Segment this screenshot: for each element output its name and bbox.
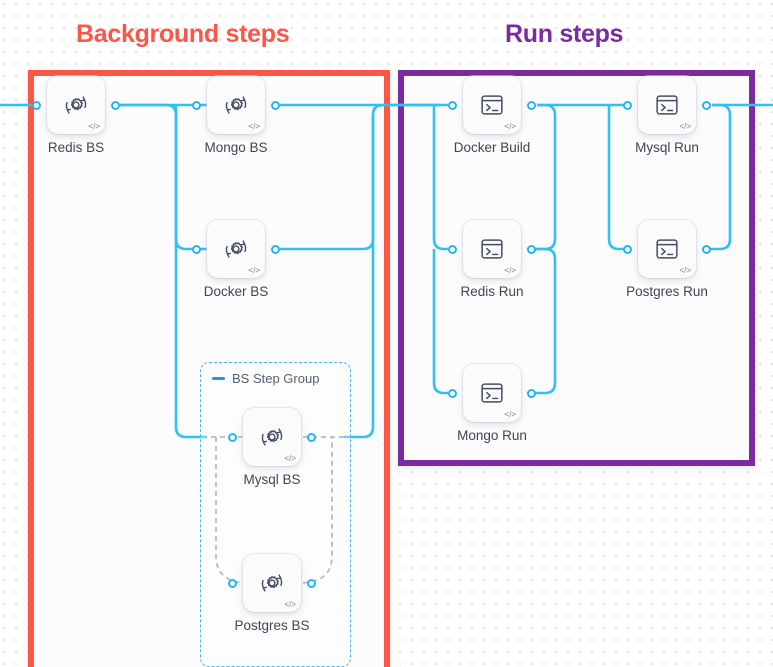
output-port[interactable]	[527, 244, 536, 254]
node-redis-bs[interactable]: </> Redis BS	[32, 76, 120, 155]
node-mysql-bs[interactable]: </> Mysql BS	[228, 408, 316, 487]
node-card[interactable]: </>	[448, 220, 536, 278]
edge-build-to-redis-run	[527, 103, 557, 251]
terminal-icon	[656, 95, 678, 115]
output-port[interactable]	[271, 244, 280, 254]
output-port[interactable]	[307, 578, 316, 588]
section-title-background: Background steps	[76, 20, 290, 48]
node-docker-build[interactable]: </> Docker Build	[448, 76, 536, 155]
output-port[interactable]	[307, 432, 316, 442]
node-card[interactable]: </>	[228, 554, 316, 612]
node-card[interactable]: </>	[623, 76, 711, 134]
edge-redis-run-out	[527, 247, 557, 395]
node-mongo-bs[interactable]: </> Mongo BS	[192, 76, 280, 155]
code-badge: </>	[88, 122, 100, 131]
node-label: Redis BS	[47, 140, 105, 155]
input-port[interactable]	[448, 244, 457, 254]
node-postgres-run[interactable]: </> Postgres Run	[623, 220, 711, 299]
node-label: Docker BS	[203, 284, 269, 299]
node-label: Docker Build	[453, 140, 531, 155]
gear-sync-icon	[261, 428, 283, 446]
output-port[interactable]	[702, 244, 711, 254]
terminal-icon	[481, 383, 503, 403]
step-group-label: BS Step Group	[232, 371, 320, 386]
node-label: Mongo BS	[204, 140, 268, 155]
node-card[interactable]: </>	[192, 220, 280, 278]
code-badge: </>	[504, 122, 516, 131]
gear-sync-icon	[225, 240, 247, 258]
node-card[interactable]: </>	[32, 76, 120, 134]
input-port[interactable]	[623, 100, 632, 110]
section-frame-background	[28, 70, 390, 667]
node-postgres-bs[interactable]: </> Postgres BS	[228, 554, 316, 633]
input-port[interactable]	[32, 100, 41, 110]
node-mysql-run[interactable]: </> Mysql Run	[623, 76, 711, 155]
input-port[interactable]	[228, 578, 237, 588]
code-badge: </>	[284, 600, 296, 609]
output-port[interactable]	[527, 100, 536, 110]
node-label: Mongo Run	[457, 428, 527, 443]
node-card[interactable]: </>	[448, 76, 536, 134]
node-label: Mysql BS	[243, 472, 301, 487]
code-badge: </>	[284, 454, 296, 463]
edge-mysql-to-postgres	[702, 103, 732, 251]
section-title-run: Run steps	[505, 20, 624, 48]
node-redis-run[interactable]: </> Redis Run	[448, 220, 536, 299]
edge-rail-run-mongo	[432, 249, 448, 395]
node-label: Postgres BS	[234, 618, 310, 633]
terminal-icon	[656, 239, 678, 259]
node-card[interactable]: </>	[623, 220, 711, 278]
node-label: Mysql Run	[635, 140, 699, 155]
terminal-icon	[481, 239, 503, 259]
node-card[interactable]: </>	[448, 364, 536, 422]
input-port[interactable]	[192, 244, 201, 254]
input-port[interactable]	[623, 244, 632, 254]
code-badge: </>	[679, 266, 691, 275]
input-port[interactable]	[448, 100, 457, 110]
code-badge: </>	[504, 266, 516, 275]
edge-rail-run-right	[607, 105, 625, 251]
gear-sync-icon	[225, 96, 247, 114]
node-docker-bs[interactable]: </> Docker BS	[192, 220, 280, 299]
output-port[interactable]	[271, 100, 280, 110]
input-port[interactable]	[228, 432, 237, 442]
node-card[interactable]: </>	[228, 408, 316, 466]
output-port[interactable]	[527, 388, 536, 398]
gear-sync-icon	[261, 574, 283, 592]
code-badge: </>	[248, 266, 260, 275]
code-badge: </>	[504, 410, 516, 419]
output-port[interactable]	[111, 100, 120, 110]
edge-redis-to-docker	[120, 103, 207, 251]
edge-stepgroup-out	[344, 115, 375, 439]
edge-docker-out	[280, 103, 440, 251]
edge-rail-to-stepgroup	[174, 105, 207, 439]
edge-rail-run-left	[432, 105, 448, 251]
edge-group-in-postgres	[215, 437, 244, 584]
code-badge: </>	[679, 122, 691, 131]
node-mongo-run[interactable]: </> Mongo Run	[448, 364, 536, 443]
gear-sync-icon	[65, 96, 87, 114]
input-port[interactable]	[448, 388, 457, 398]
input-port[interactable]	[192, 100, 201, 110]
minus-icon[interactable]	[212, 377, 225, 380]
code-badge: </>	[248, 122, 260, 131]
node-label: Postgres Run	[626, 284, 708, 299]
terminal-icon	[481, 95, 503, 115]
node-label: Redis Run	[460, 284, 524, 299]
output-port[interactable]	[702, 100, 711, 110]
step-group-header[interactable]: BS Step Group	[212, 371, 319, 386]
node-card[interactable]: </>	[192, 76, 280, 134]
